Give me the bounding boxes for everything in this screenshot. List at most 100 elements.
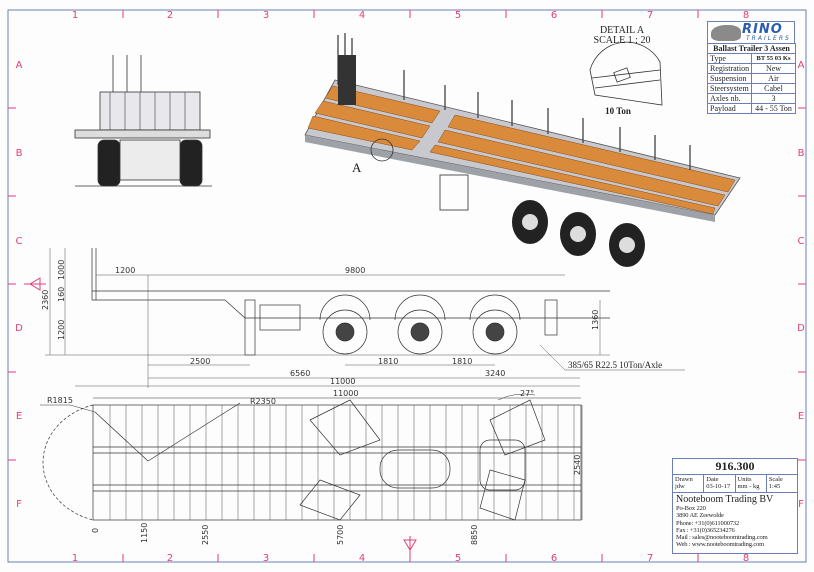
rino-trailers-logo: RINO TRAILERS <box>707 21 795 44</box>
col-label: 3 <box>263 10 269 21</box>
row-label: D <box>15 323 23 334</box>
col-label: 5 <box>455 553 461 564</box>
dim-x0: 0 <box>91 528 100 533</box>
spec-value: 3 <box>750 93 797 104</box>
grid-labels: 1 2 3 4 5 6 7 8 1 2 3 4 5 6 7 8 A B C D … <box>15 10 805 564</box>
col-label: 2 <box>167 10 173 21</box>
perspective-view: A <box>304 33 741 267</box>
dim-r2350: R2350 <box>250 397 276 406</box>
col-label: 1 <box>72 10 78 21</box>
spec-label: Suspension <box>707 73 752 84</box>
spec-value: New <box>750 63 797 74</box>
dim-angle: 27° <box>520 389 534 398</box>
deck-planks <box>307 85 736 215</box>
rhino-icon <box>711 25 741 41</box>
row-label: D <box>797 323 805 334</box>
dim-overall-height: 2360 <box>41 290 50 310</box>
dim-stake: 1000 <box>57 260 66 280</box>
spec-label: Registration <box>707 63 752 74</box>
col-label: 1 <box>72 553 78 564</box>
dim-x2: 2550 <box>201 525 210 545</box>
row-label: F <box>16 499 22 510</box>
spec-value: Air <box>750 73 797 84</box>
dim-11000: 11000 <box>330 377 355 386</box>
spec-value: Cabel <box>750 83 797 94</box>
detail-scale: SCALE 1 : 20 <box>593 35 651 46</box>
col-label: 4 <box>359 10 365 21</box>
row-label: F <box>798 499 804 510</box>
dim-x4: 8850 <box>470 525 479 545</box>
dim-deck-length: 9800 <box>345 266 365 275</box>
sheet-border <box>7 9 807 563</box>
dim-x1: 1150 <box>140 523 149 543</box>
grid-ticks <box>8 10 806 562</box>
side-view <box>45 248 685 388</box>
detail-a-header: DETAIL A SCALE 1 : 20 <box>592 26 652 46</box>
drawn-label: Drawn <box>675 476 693 483</box>
drawing-number: 916.300 <box>673 459 797 475</box>
row-label: A <box>16 60 23 71</box>
address-line: Po-Box 220 <box>676 505 706 512</box>
row-label: A <box>798 60 805 71</box>
col-label: 7 <box>647 10 653 21</box>
address-line: 3890 AE Zeewolde <box>676 512 724 520</box>
logo-sub: TRAILERS <box>746 35 791 42</box>
plan-view <box>40 393 583 521</box>
spec-label: Type <box>707 53 752 64</box>
dim-1810-b: 1810 <box>452 357 472 366</box>
dim-x3: 5700 <box>336 525 345 545</box>
plan-view-dimensions: R1815 R2350 27° 11000 2540 0 1150 2550 5… <box>47 389 582 545</box>
front-view <box>74 55 212 187</box>
row-label: B <box>16 148 23 159</box>
dim-1810-a: 1810 <box>378 357 398 366</box>
col-label: 3 <box>263 553 269 564</box>
spec-label: Axles nb. <box>707 93 752 104</box>
email: Mail : sales@nooteboomtrading.com <box>676 534 768 542</box>
col-label: 8 <box>743 553 749 564</box>
col-label: 6 <box>551 10 557 21</box>
spec-value: BT 55 03 Ks <box>750 53 797 64</box>
col-label: 7 <box>647 553 653 564</box>
date-value: 03-10-17 <box>706 483 731 490</box>
col-label: 5 <box>455 10 461 21</box>
logo-name: RINO <box>742 22 783 37</box>
dim-6560: 6560 <box>290 369 310 378</box>
side-view-dimensions: 2360 1000 160 1200 1200 9800 2500 1810 1… <box>41 260 600 386</box>
col-label: 4 <box>359 553 365 564</box>
dim-front-overhang: 1200 <box>115 266 135 275</box>
row-label: B <box>798 148 805 159</box>
spec-label: Payload <box>707 103 752 114</box>
dim-deck-height: 1200 <box>57 320 66 340</box>
units-label: Units <box>737 476 752 483</box>
dim-1360: 1360 <box>591 310 600 330</box>
dim-plan-total: 11000 <box>333 389 358 398</box>
row-label: C <box>16 236 23 247</box>
company-address: Po-Box 220 3890 AE Zeewolde Phone: +31(0… <box>673 505 797 549</box>
col-label: 8 <box>743 10 749 21</box>
row-label: E <box>798 411 804 422</box>
detail-title: DETAIL A <box>599 25 645 36</box>
dim-2500: 2500 <box>190 357 210 366</box>
units-value: mm - kg <box>737 483 760 490</box>
spec-value: 44 - 55 Ton <box>750 103 797 114</box>
scale-value: 1:45 <box>768 483 781 490</box>
company-name: Nooteboom Trading BV <box>676 494 774 505</box>
spec-title: Ballast Trailer 3 Assen <box>706 43 797 54</box>
tyre-note: 385/65 R22.5 10Ton/Axle <box>568 360 662 370</box>
spec-label: Steersystem <box>707 83 752 94</box>
col-label: 6 <box>551 553 557 564</box>
fax: Fax : +31(0)365234276 <box>676 526 735 534</box>
detail-a-view <box>589 41 663 106</box>
dim-width: 2540 <box>573 455 582 475</box>
center-marks <box>24 277 417 556</box>
detail-load: 10 Ton <box>605 106 631 116</box>
